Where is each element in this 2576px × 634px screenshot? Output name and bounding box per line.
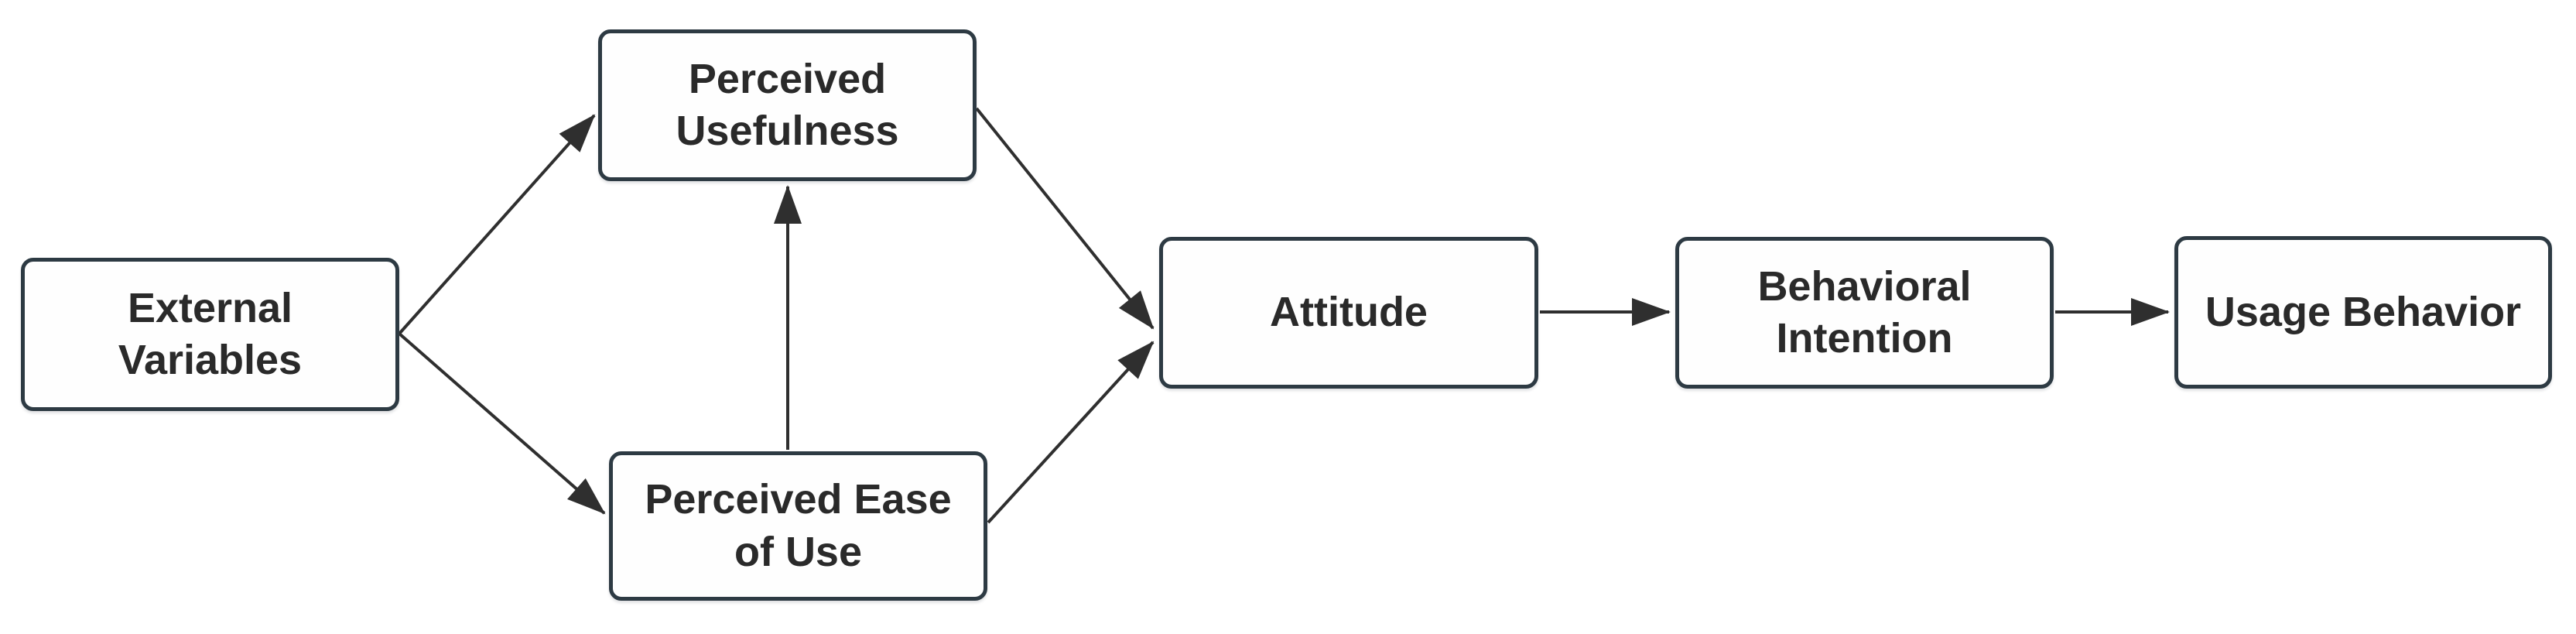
- node-label-perceived-ease-of-use: Perceived Ease of Use: [645, 476, 952, 575]
- node-label-behavioral-intention: Behavioral Intention: [1757, 262, 1972, 362]
- node-label-external-variables: External Variables: [118, 284, 303, 384]
- edge-perceived-ease-of-use-to-attitude: [987, 341, 1155, 524]
- node-label-perceived-usefulness: Perceived Usefulness: [676, 55, 899, 155]
- node-attitude: Attitude: [1159, 237, 1538, 389]
- node-behavioral-intention: Behavioral Intention: [1675, 237, 2054, 389]
- node-label-attitude: Attitude: [1270, 289, 1428, 336]
- node-perceived-ease-of-use: Perceived Ease of Use: [609, 451, 987, 601]
- node-usage-behavior: Usage Behavior: [2174, 236, 2552, 389]
- edge-external-variables-to-perceived-usefulness: [398, 114, 596, 335]
- node-label-usage-behavior: Usage Behavior: [2205, 288, 2522, 335]
- edge-external-variables-to-perceived-ease-of-use: [398, 332, 606, 515]
- node-external-variables: External Variables: [21, 258, 399, 411]
- node-perceived-usefulness: Perceived Usefulness: [598, 29, 977, 181]
- edge-perceived-usefulness-to-attitude: [975, 107, 1155, 330]
